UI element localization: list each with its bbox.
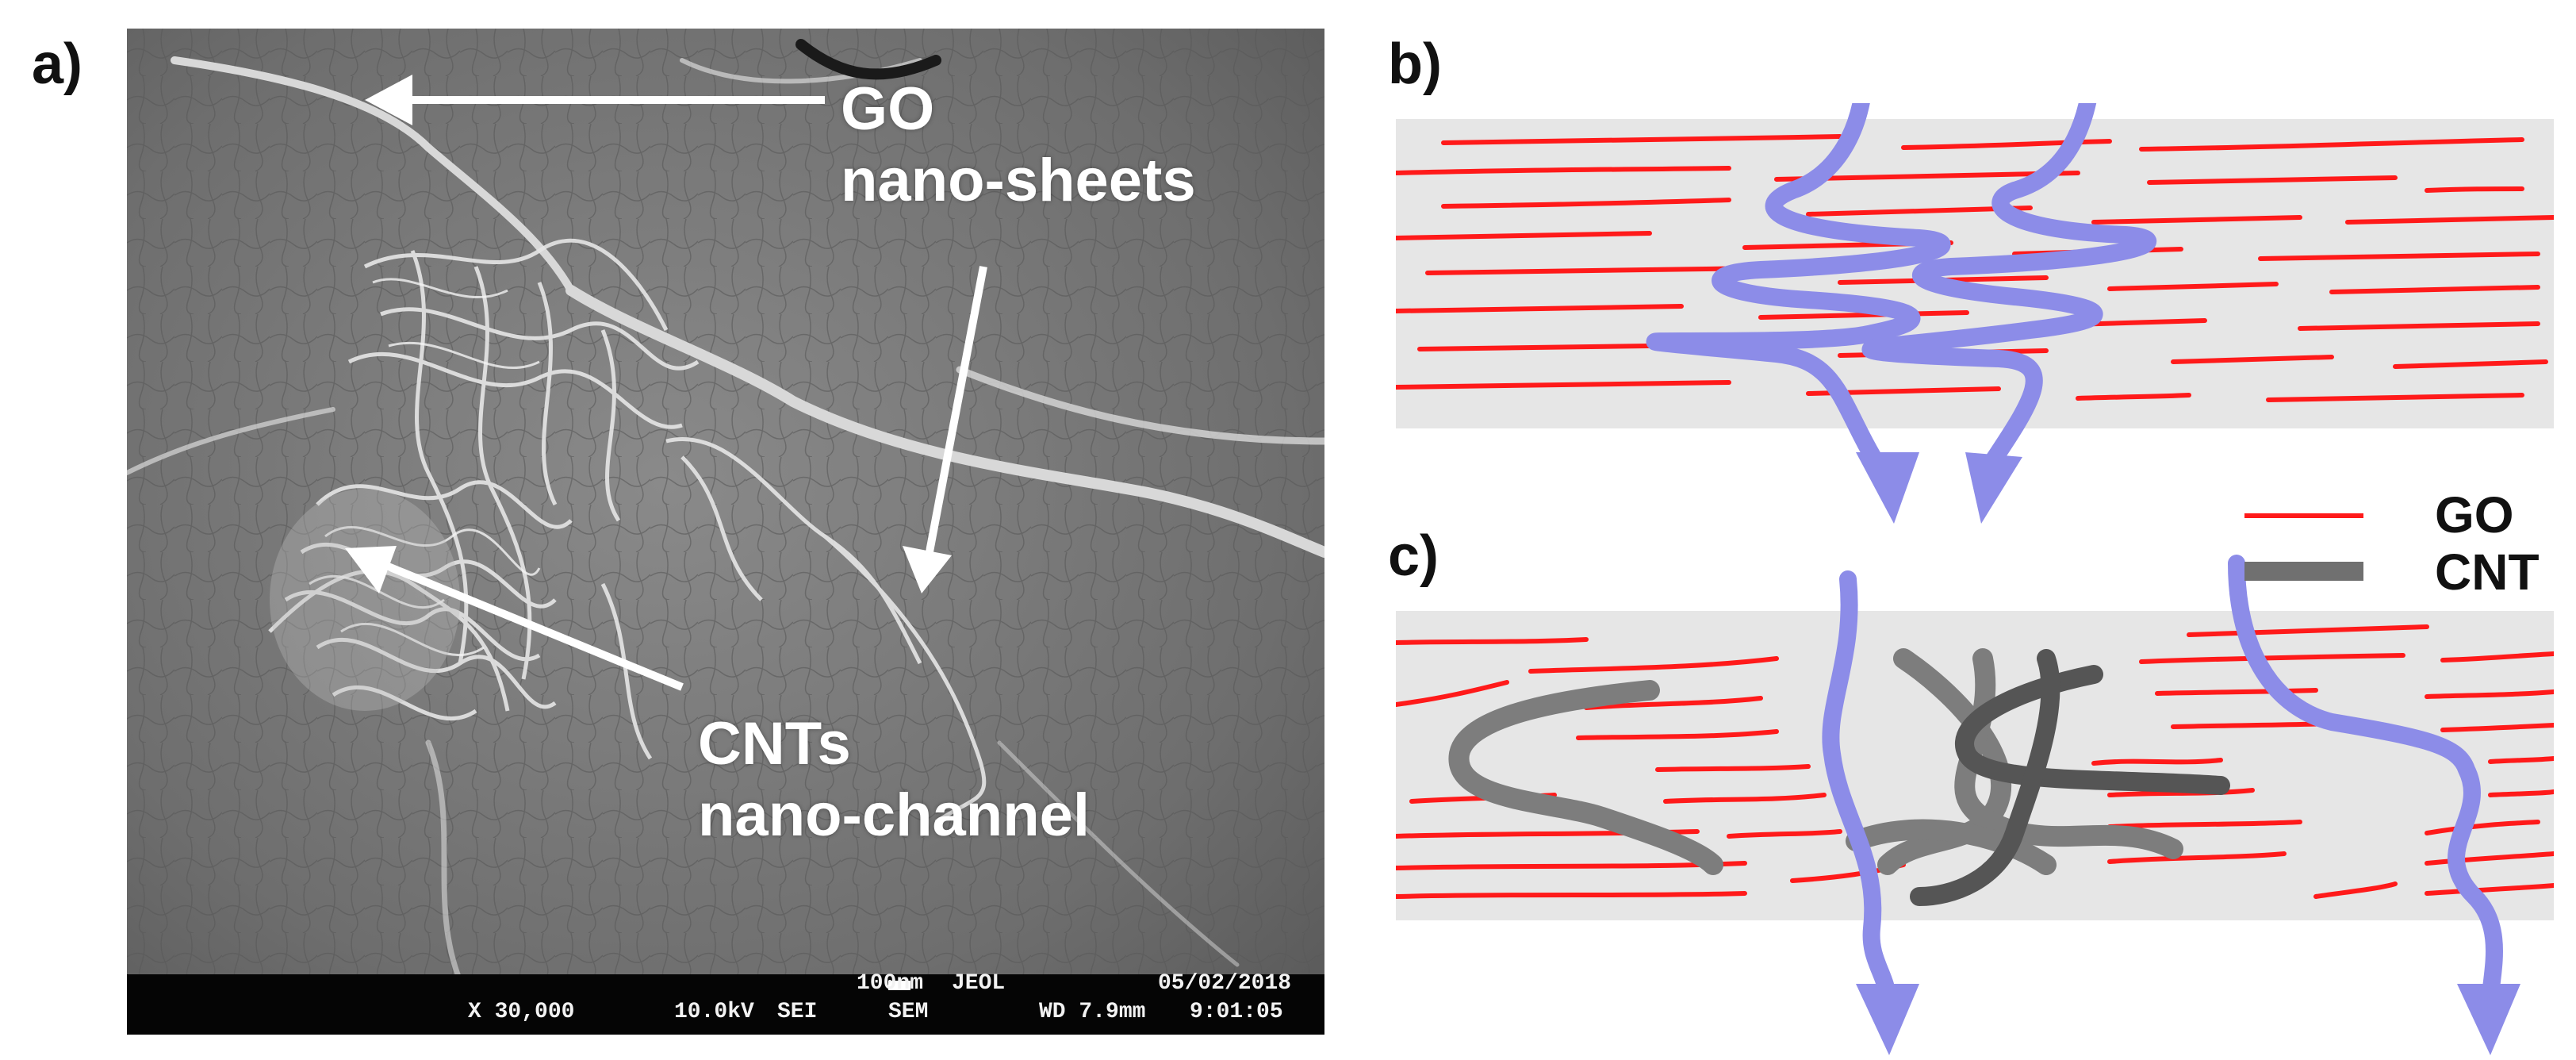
detector-label: SEI bbox=[777, 1000, 818, 1024]
go-sheet-wrinkles bbox=[127, 39, 1324, 984]
annotation-go: GO bbox=[841, 75, 935, 143]
legend-label-cnt: CNT bbox=[2435, 543, 2540, 601]
annotation-nano-channel: nano-channel bbox=[698, 782, 1091, 849]
scale-label: 100nm bbox=[857, 971, 924, 996]
panel-label-a: a) bbox=[32, 33, 83, 96]
scale-bar bbox=[888, 981, 910, 990]
time-label: 9:01:05 bbox=[1190, 1000, 1283, 1024]
flow-arrowheads-b bbox=[1856, 452, 2022, 524]
cnt-tubes-dark bbox=[1910, 649, 2230, 906]
legend bbox=[2244, 513, 2363, 581]
wd-label: WD 7.9mm bbox=[1039, 1000, 1146, 1024]
annotation-nano-sheets: nano-sheets bbox=[841, 147, 1196, 214]
flow-arrowheads-c bbox=[1856, 984, 2520, 1055]
sem-arrows bbox=[345, 75, 987, 691]
panel-label-b: b) bbox=[1388, 33, 1442, 96]
panel-label-c: c) bbox=[1388, 524, 1439, 588]
voltage-label: 10.0kV bbox=[674, 1000, 754, 1024]
magnification-label: X 30,000 bbox=[468, 1000, 575, 1024]
sem-micrograph bbox=[127, 29, 1324, 1035]
mode-label: SEM bbox=[888, 1000, 929, 1024]
sem-info-bar: 100nm JEOL 05/02/2018 X 30,000 10.0kV SE… bbox=[127, 971, 1324, 1035]
flow-arrows-c bbox=[1822, 555, 2503, 1008]
date-label: 05/02/2018 bbox=[1158, 971, 1292, 996]
cnt-bundle bbox=[268, 239, 987, 824]
flow-arrows-b bbox=[1646, 103, 2156, 485]
legend-label-go: GO bbox=[2435, 486, 2514, 543]
maker-label: JEOL bbox=[952, 971, 1006, 996]
schematic-diagrams bbox=[1396, 103, 2554, 1055]
annotation-cnts: CNTs bbox=[698, 710, 851, 778]
